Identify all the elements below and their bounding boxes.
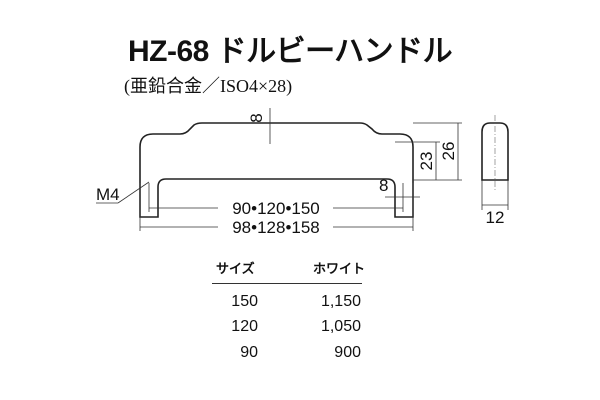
- side-view: [481, 122, 509, 181]
- product-subtitle: (亜鉛合金／ISO4×28): [124, 76, 293, 96]
- price-cell: 1,150: [321, 293, 361, 310]
- price-table: サイズ ホワイト 150 1,150 120 1,050 90 900: [216, 261, 365, 361]
- size-cell: 90: [240, 344, 258, 361]
- product-title: HZ-68 ドルビーハンドル: [128, 35, 453, 68]
- table-header-divider: [212, 283, 362, 284]
- price-cell: 900: [334, 344, 361, 361]
- dim-leg-width: 8: [379, 176, 388, 195]
- dim-overall-length: 98•128•158: [232, 218, 320, 237]
- price-cell: 1,050: [321, 318, 361, 335]
- size-cell: 150: [231, 293, 258, 310]
- dim-outer-height: 26: [439, 142, 458, 161]
- dim-pitch: 90•120•150: [232, 199, 320, 218]
- dim-depth: 12: [486, 208, 505, 227]
- dim-inner-height: 23: [417, 152, 436, 171]
- size-cell: 120: [231, 318, 258, 335]
- dim-top-thickness: 8: [247, 113, 266, 122]
- thread-label: M4: [96, 185, 120, 204]
- header-size: サイズ: [216, 261, 255, 276]
- header-white: ホワイト: [313, 261, 365, 276]
- handle-outline: [139, 122, 414, 218]
